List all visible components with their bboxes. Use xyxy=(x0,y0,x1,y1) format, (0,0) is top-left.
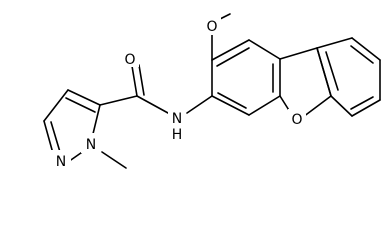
bond-b2-b3-double xyxy=(350,45,374,64)
bond-b6-b1 xyxy=(316,47,332,97)
bond-p1-p2 xyxy=(67,89,101,106)
atom-n-ring-methyl: N xyxy=(86,137,96,153)
bond-aryl-nh xyxy=(186,95,213,114)
bonds xyxy=(43,13,381,169)
bond-carbonyl-o-double xyxy=(138,64,145,96)
bond-a2-a3 xyxy=(248,39,281,60)
atom-labels: O O N H N N O xyxy=(51,17,306,170)
bond-a5-a6-double xyxy=(217,92,247,109)
bond-p5-p1 xyxy=(91,104,101,139)
bond-a1-a2 xyxy=(211,39,250,61)
atom-n-methyl-bg xyxy=(81,133,101,153)
bond-furan-3 xyxy=(302,95,332,118)
bond-b4-b5 xyxy=(351,99,381,117)
bond-p3-p4-double xyxy=(50,121,61,153)
atom-o-carbonyl-bg xyxy=(121,49,139,67)
bond-a5-a6 xyxy=(211,95,250,116)
atom-n-double-bg xyxy=(51,150,71,170)
bond-carbonyl-o xyxy=(131,65,138,97)
bond-a4-a5 xyxy=(248,95,281,116)
atom-o-furan: O xyxy=(291,112,302,128)
atom-o-furan-bg xyxy=(288,109,306,127)
bond-a1-a2-double xyxy=(216,47,250,67)
bond-nh-carbonyl xyxy=(136,95,169,114)
atom-o-carbonyl: O xyxy=(124,52,135,68)
atom-o-methoxy: O xyxy=(206,19,217,35)
bond-b2-b3 xyxy=(351,37,381,61)
bond-n-methyl xyxy=(101,151,127,169)
bond-carbonyl-pyrazole xyxy=(99,95,138,106)
chemical-structure-diagram: O O N H N N O xyxy=(43,13,381,170)
atom-nh-bg xyxy=(168,108,186,142)
atom-nh: N xyxy=(172,111,182,127)
atom-o-methoxy-bg xyxy=(203,17,221,35)
atom-nh-hydrogen: H xyxy=(172,127,183,143)
bond-p2-p3 xyxy=(43,89,69,122)
bond-b4-b5-double xyxy=(350,96,374,110)
bond-p1-p2-double xyxy=(65,97,96,113)
bond-b5-b6 xyxy=(330,95,353,117)
bond-b6-b1-double xyxy=(325,51,339,91)
bond-furan-1 xyxy=(279,47,318,60)
bond-b1-b2 xyxy=(316,37,353,49)
atom-n-ring-double: N xyxy=(56,154,66,170)
